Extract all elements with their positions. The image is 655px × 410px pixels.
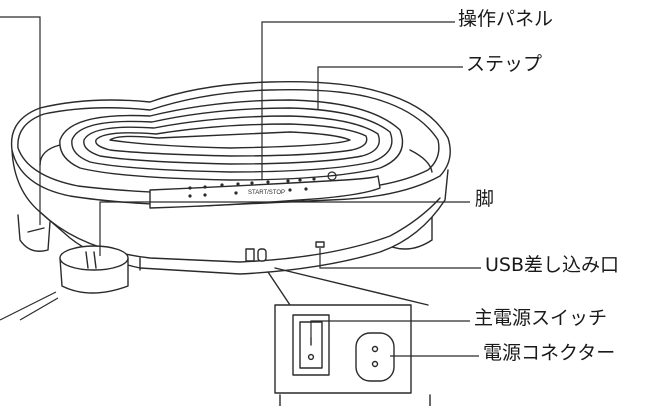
leader-lines: [0, 16, 481, 357]
switch-inset: [267, 267, 431, 407]
leader-left-top: [0, 16, 41, 225]
leader-main-switch: [310, 320, 470, 338]
label-usb-port: USB差し込み口: [485, 254, 620, 276]
label-power-connector: 電源コネクター: [483, 342, 616, 364]
label-step: ステップ: [466, 53, 543, 75]
label-operation-panel: 操作パネル: [458, 8, 554, 30]
leader-left-bottom: [0, 291, 57, 321]
front-left-leg: [59, 245, 129, 294]
front-panel-strip: [149, 175, 381, 209]
panel-start-stop-text: START/STOP: [248, 190, 285, 196]
leader-panel: [261, 21, 455, 180]
leader-step: [317, 66, 463, 110]
leader-usb: [319, 248, 481, 269]
label-main-power-switch: 主電源スイッチ: [474, 307, 608, 329]
control-panel-buttons: [188, 171, 337, 198]
base-switch-area: [245, 241, 325, 262]
leader-leg: [99, 201, 470, 256]
rear-left-leg: [17, 214, 51, 252]
label-leg: 脚: [475, 188, 495, 210]
